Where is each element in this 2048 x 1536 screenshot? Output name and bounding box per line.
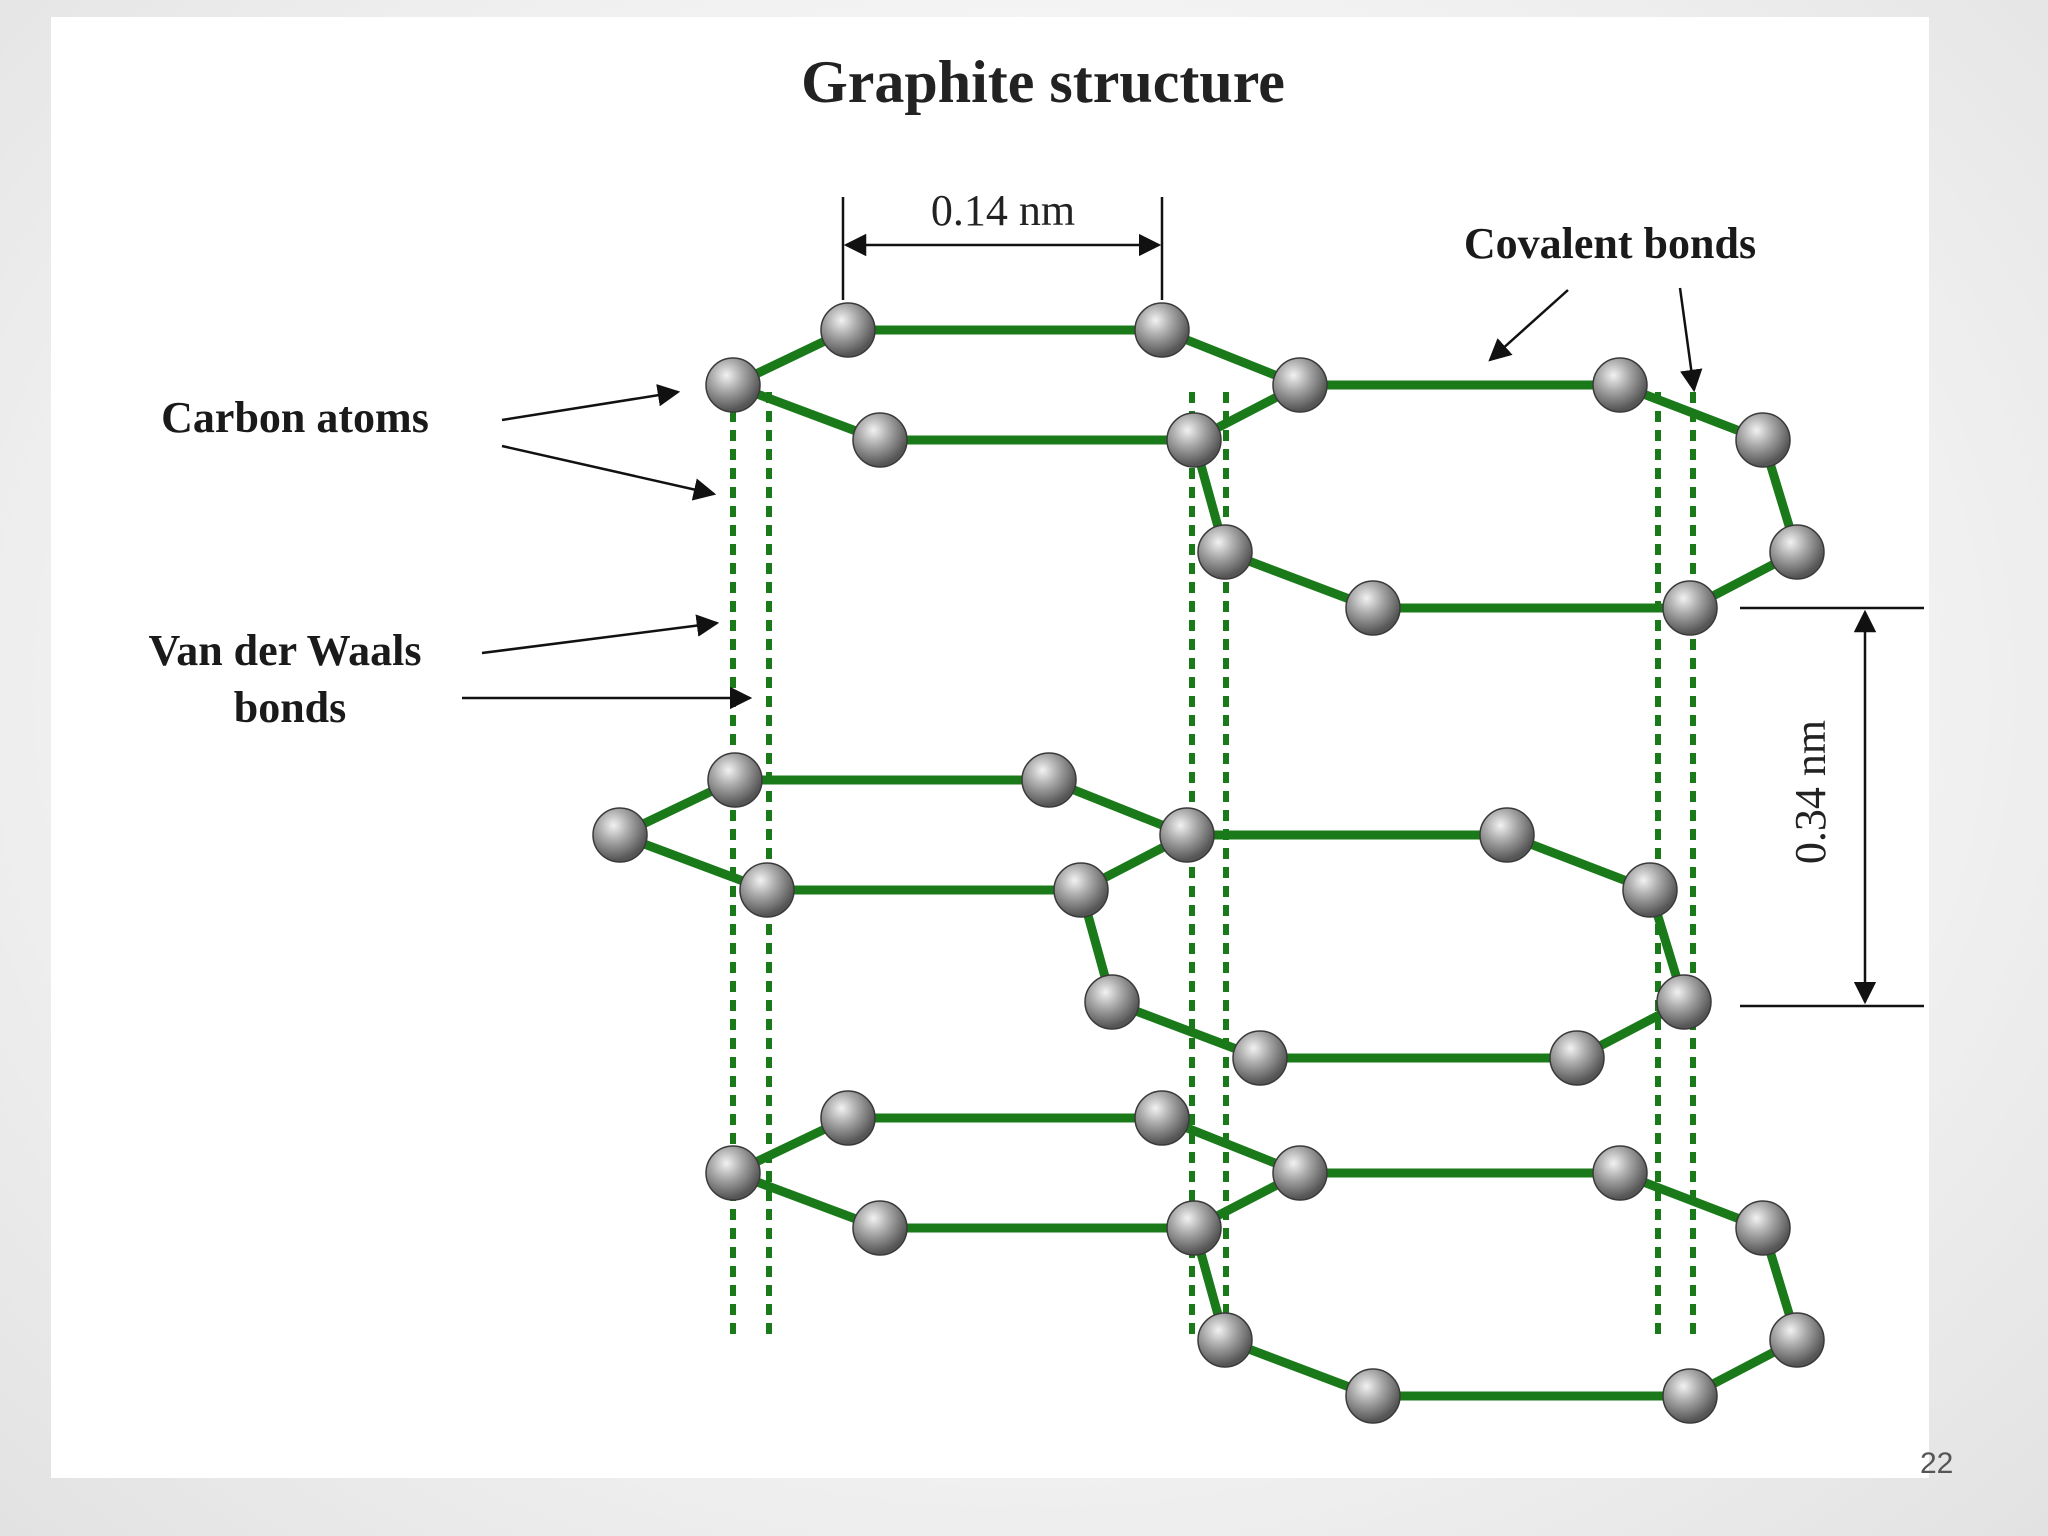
layer-spacing-dimension: 0.34 nm <box>1740 606 1924 1008</box>
carbon-atom <box>1592 1145 1648 1201</box>
van-der-waals-annotation: Van der Waals bonds <box>148 614 753 732</box>
carbon-atom <box>1134 302 1190 358</box>
carbon-atom <box>739 862 795 918</box>
carbon-atom <box>1662 1368 1718 1424</box>
slide-panel <box>51 17 1929 1478</box>
carbon-atom <box>1197 1312 1253 1368</box>
carbon-atom <box>1769 1312 1825 1368</box>
carbon-atom <box>1592 357 1648 413</box>
carbon-atom <box>1272 357 1328 413</box>
graphite-layer <box>705 1090 1825 1424</box>
graphite-layer <box>592 752 1712 1086</box>
carbon-atom <box>1021 752 1077 808</box>
graphite-layers <box>592 302 1825 1424</box>
carbon-atom <box>1735 1200 1791 1256</box>
page-number: 22 <box>1920 1447 1954 1480</box>
carbon-atom <box>592 807 648 863</box>
carbon-atom <box>1345 1368 1401 1424</box>
van-der-waals-label-line1: Van der Waals <box>148 626 421 675</box>
carbon-atom <box>1159 807 1215 863</box>
carbon-atom <box>707 752 763 808</box>
carbon-atom <box>705 357 761 413</box>
covalent-bonds-annotation: Covalent bonds <box>1464 219 1756 393</box>
carbon-atoms-label: Carbon atoms <box>161 393 429 442</box>
carbon-atom <box>1769 524 1825 580</box>
carbon-atom <box>1134 1090 1190 1146</box>
carbon-atom <box>1345 580 1401 636</box>
carbon-atom <box>852 1200 908 1256</box>
van-der-waals-label-line2: bonds <box>234 683 347 732</box>
carbon-atom <box>1272 1145 1328 1201</box>
carbon-atom <box>820 302 876 358</box>
carbon-atom <box>1656 974 1712 1030</box>
carbon-atom <box>1166 1200 1222 1256</box>
carbon-atom <box>705 1145 761 1201</box>
carbon-atom <box>1549 1030 1605 1086</box>
carbon-atoms-annotation: Carbon atoms <box>161 384 717 501</box>
carbon-atom <box>1197 524 1253 580</box>
carbon-atom <box>820 1090 876 1146</box>
graphite-layer <box>705 302 1825 636</box>
carbon-atom <box>1662 580 1718 636</box>
bond-length-dimension: 0.14 nm <box>841 186 1164 300</box>
layer-spacing-label: 0.34 nm <box>1786 720 1835 864</box>
carbon-atom <box>1166 412 1222 468</box>
carbon-atom <box>1622 862 1678 918</box>
carbon-atom <box>1053 862 1109 918</box>
carbon-atom <box>1084 974 1140 1030</box>
carbon-atom <box>1735 412 1791 468</box>
carbon-atom <box>1479 807 1535 863</box>
carbon-atom <box>852 412 908 468</box>
diagram-title: Graphite structure <box>801 49 1285 115</box>
carbon-atom <box>1232 1030 1288 1086</box>
covalent-bonds-label: Covalent bonds <box>1464 219 1756 268</box>
bond-length-label: 0.14 nm <box>931 186 1075 235</box>
